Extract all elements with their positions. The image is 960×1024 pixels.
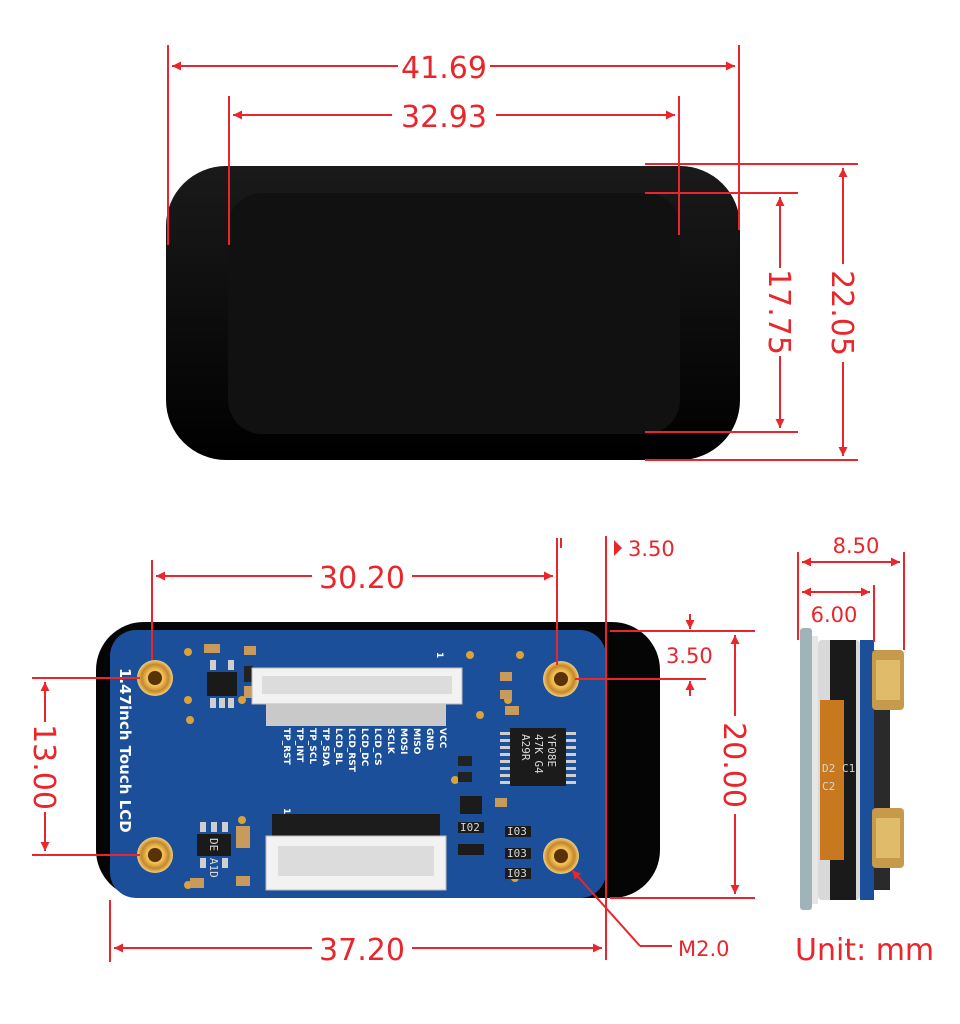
pin-label: TP_RST bbox=[281, 728, 291, 766]
dim-label-3-50-x: 3.50 bbox=[628, 537, 675, 561]
resistor-label: I03 bbox=[507, 825, 527, 838]
dim-label-m2: M2.0 bbox=[678, 937, 730, 961]
pin-label: MOSI bbox=[398, 728, 408, 754]
dim-side-board: 6.00 bbox=[802, 585, 875, 642]
caps-bottom-left bbox=[190, 826, 250, 888]
resistor-arrays: I02 I03 I03 I03 bbox=[458, 821, 531, 880]
dim-back-hole-spacing-x: 30.20 bbox=[151, 538, 558, 665]
dim-top-outer-width: 41.69 bbox=[167, 45, 740, 245]
pin-label: GND bbox=[424, 728, 434, 750]
dim-side-total: 8.50 bbox=[797, 534, 905, 650]
display-active-area bbox=[228, 193, 680, 434]
regulator-bottom: DE A1D bbox=[197, 822, 231, 878]
side-pcb bbox=[860, 640, 874, 900]
pcb-back-view: 1 VCC GND MISO MOSI SCLK LCD_CS LCD_DC L… bbox=[96, 622, 660, 898]
regulator-marking: DE A1D bbox=[207, 838, 220, 878]
pin-label: LCD_CS bbox=[372, 728, 382, 766]
side-label: D2 bbox=[822, 762, 835, 775]
main-ic: YF08E 47K G4 A29R bbox=[500, 728, 576, 786]
dim-label-32-93: 32.93 bbox=[401, 100, 487, 135]
dim-top-outer-height: 22.05 bbox=[645, 163, 859, 461]
board-title: 1.47inch Touch LCD bbox=[116, 668, 134, 833]
ic-marking-line: A29R bbox=[519, 734, 532, 761]
ic-marking-line: 47K G4 bbox=[532, 734, 545, 774]
connector-pin-one: 1 bbox=[434, 652, 444, 658]
pin-label: TP_SCL bbox=[307, 728, 317, 764]
side-label: C1 bbox=[842, 762, 855, 775]
pin-label-list: VCC GND MISO MOSI SCLK LCD_CS LCD_DC LCD… bbox=[281, 728, 447, 773]
pin-label: SCLK bbox=[385, 728, 395, 755]
dim-label-17-75: 17.75 bbox=[761, 269, 796, 355]
resistor-label: I02 bbox=[460, 821, 480, 834]
dim-back-edge-offset-x: 3.50 bbox=[560, 536, 675, 960]
pin-label: VCC bbox=[437, 728, 447, 749]
pin-label: LCD_RST bbox=[346, 728, 356, 773]
regulator-top bbox=[207, 660, 237, 708]
side-mount-post-bottom bbox=[872, 808, 904, 868]
dim-label-41-69: 41.69 bbox=[401, 51, 487, 86]
dim-top-display-height: 17.75 bbox=[645, 192, 798, 433]
ic-marking-line: YF08E bbox=[545, 734, 558, 767]
mount-hole-callout: M2.0 bbox=[571, 869, 730, 961]
pin-label: LCD_BL bbox=[333, 728, 343, 765]
dim-back-hole-spacing-right-y: 20.00 bbox=[610, 635, 755, 899]
dim-label-13-00: 13.00 bbox=[26, 724, 61, 810]
side-glass bbox=[800, 628, 812, 910]
fpc-connector-bottom bbox=[265, 814, 447, 891]
pin-label: TP_SDA bbox=[320, 728, 330, 766]
fpc-connector-top bbox=[251, 667, 463, 726]
module-side-view: D2 C1 C2 bbox=[800, 628, 904, 910]
side-mount-post-top bbox=[872, 650, 904, 710]
dim-label-37-20: 37.20 bbox=[319, 933, 405, 968]
dim-back-edge-offset-y: 3.50 bbox=[575, 614, 755, 696]
pin-label: TP_INT bbox=[294, 728, 304, 763]
dim-label-30-20: 30.20 bbox=[319, 561, 405, 596]
dim-label-22-05: 22.05 bbox=[824, 270, 859, 356]
side-fpc bbox=[820, 700, 844, 860]
side-label: C2 bbox=[822, 780, 835, 793]
dim-back-hole-spacing-left-y: 13.00 bbox=[26, 677, 140, 856]
dim-label-6-00: 6.00 bbox=[811, 603, 858, 627]
dim-top-display-width: 32.93 bbox=[228, 96, 680, 245]
dim-label-8-50: 8.50 bbox=[833, 534, 880, 558]
pin-label: LCD_DC bbox=[359, 728, 369, 767]
pin-label: MISO bbox=[411, 728, 421, 755]
unit-label: Unit: mm bbox=[795, 933, 934, 968]
dim-label-3-50-y: 3.50 bbox=[666, 644, 713, 668]
resistor-label: I03 bbox=[507, 867, 527, 880]
passives-right bbox=[458, 672, 519, 814]
caps-top-left bbox=[204, 644, 256, 698]
resistor-label: I03 bbox=[507, 847, 527, 860]
dim-label-20-00: 20.00 bbox=[716, 722, 751, 808]
dim-back-overall-width: 37.20 bbox=[109, 900, 602, 968]
display-front-view bbox=[166, 166, 740, 460]
